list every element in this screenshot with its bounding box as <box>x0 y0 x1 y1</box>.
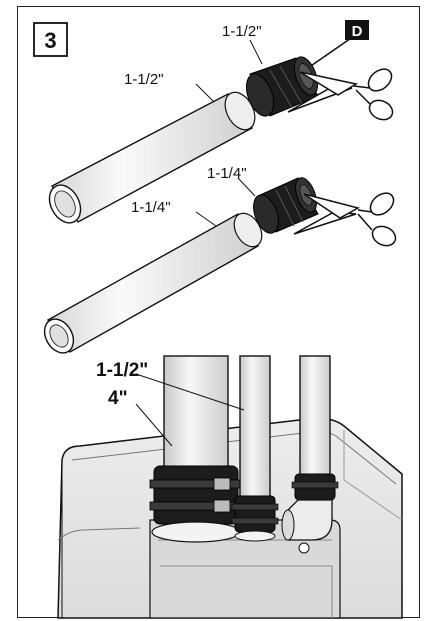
large-coupling <box>149 465 243 543</box>
callout-d: D <box>304 20 369 71</box>
top-pipe <box>48 91 256 224</box>
middle-vertical-pipe <box>231 355 279 542</box>
label-top-pipe: 1-1/2" <box>124 71 164 88</box>
label-bottom-small: 1-1/2" <box>96 360 148 381</box>
middle-scissors-icon <box>293 192 397 247</box>
middle-pipe <box>43 212 263 354</box>
callout-letter: D <box>352 23 363 40</box>
large-vertical-pipe <box>163 355 229 479</box>
label-mid-fitting: 1-1/4" <box>207 165 247 182</box>
step-number-box: 3 <box>33 22 68 57</box>
right-vertical-pipe <box>281 355 339 554</box>
label-mid-pipe: 1-1/4" <box>131 199 171 216</box>
top-scissors-icon <box>287 68 394 121</box>
label-bottom-large: 4" <box>108 388 128 409</box>
step-number: 3 <box>44 28 56 53</box>
leader-lines <box>195 39 263 227</box>
bottom-leader-lines <box>135 373 245 447</box>
label-top-fitting: 1-1/2" <box>222 23 262 40</box>
